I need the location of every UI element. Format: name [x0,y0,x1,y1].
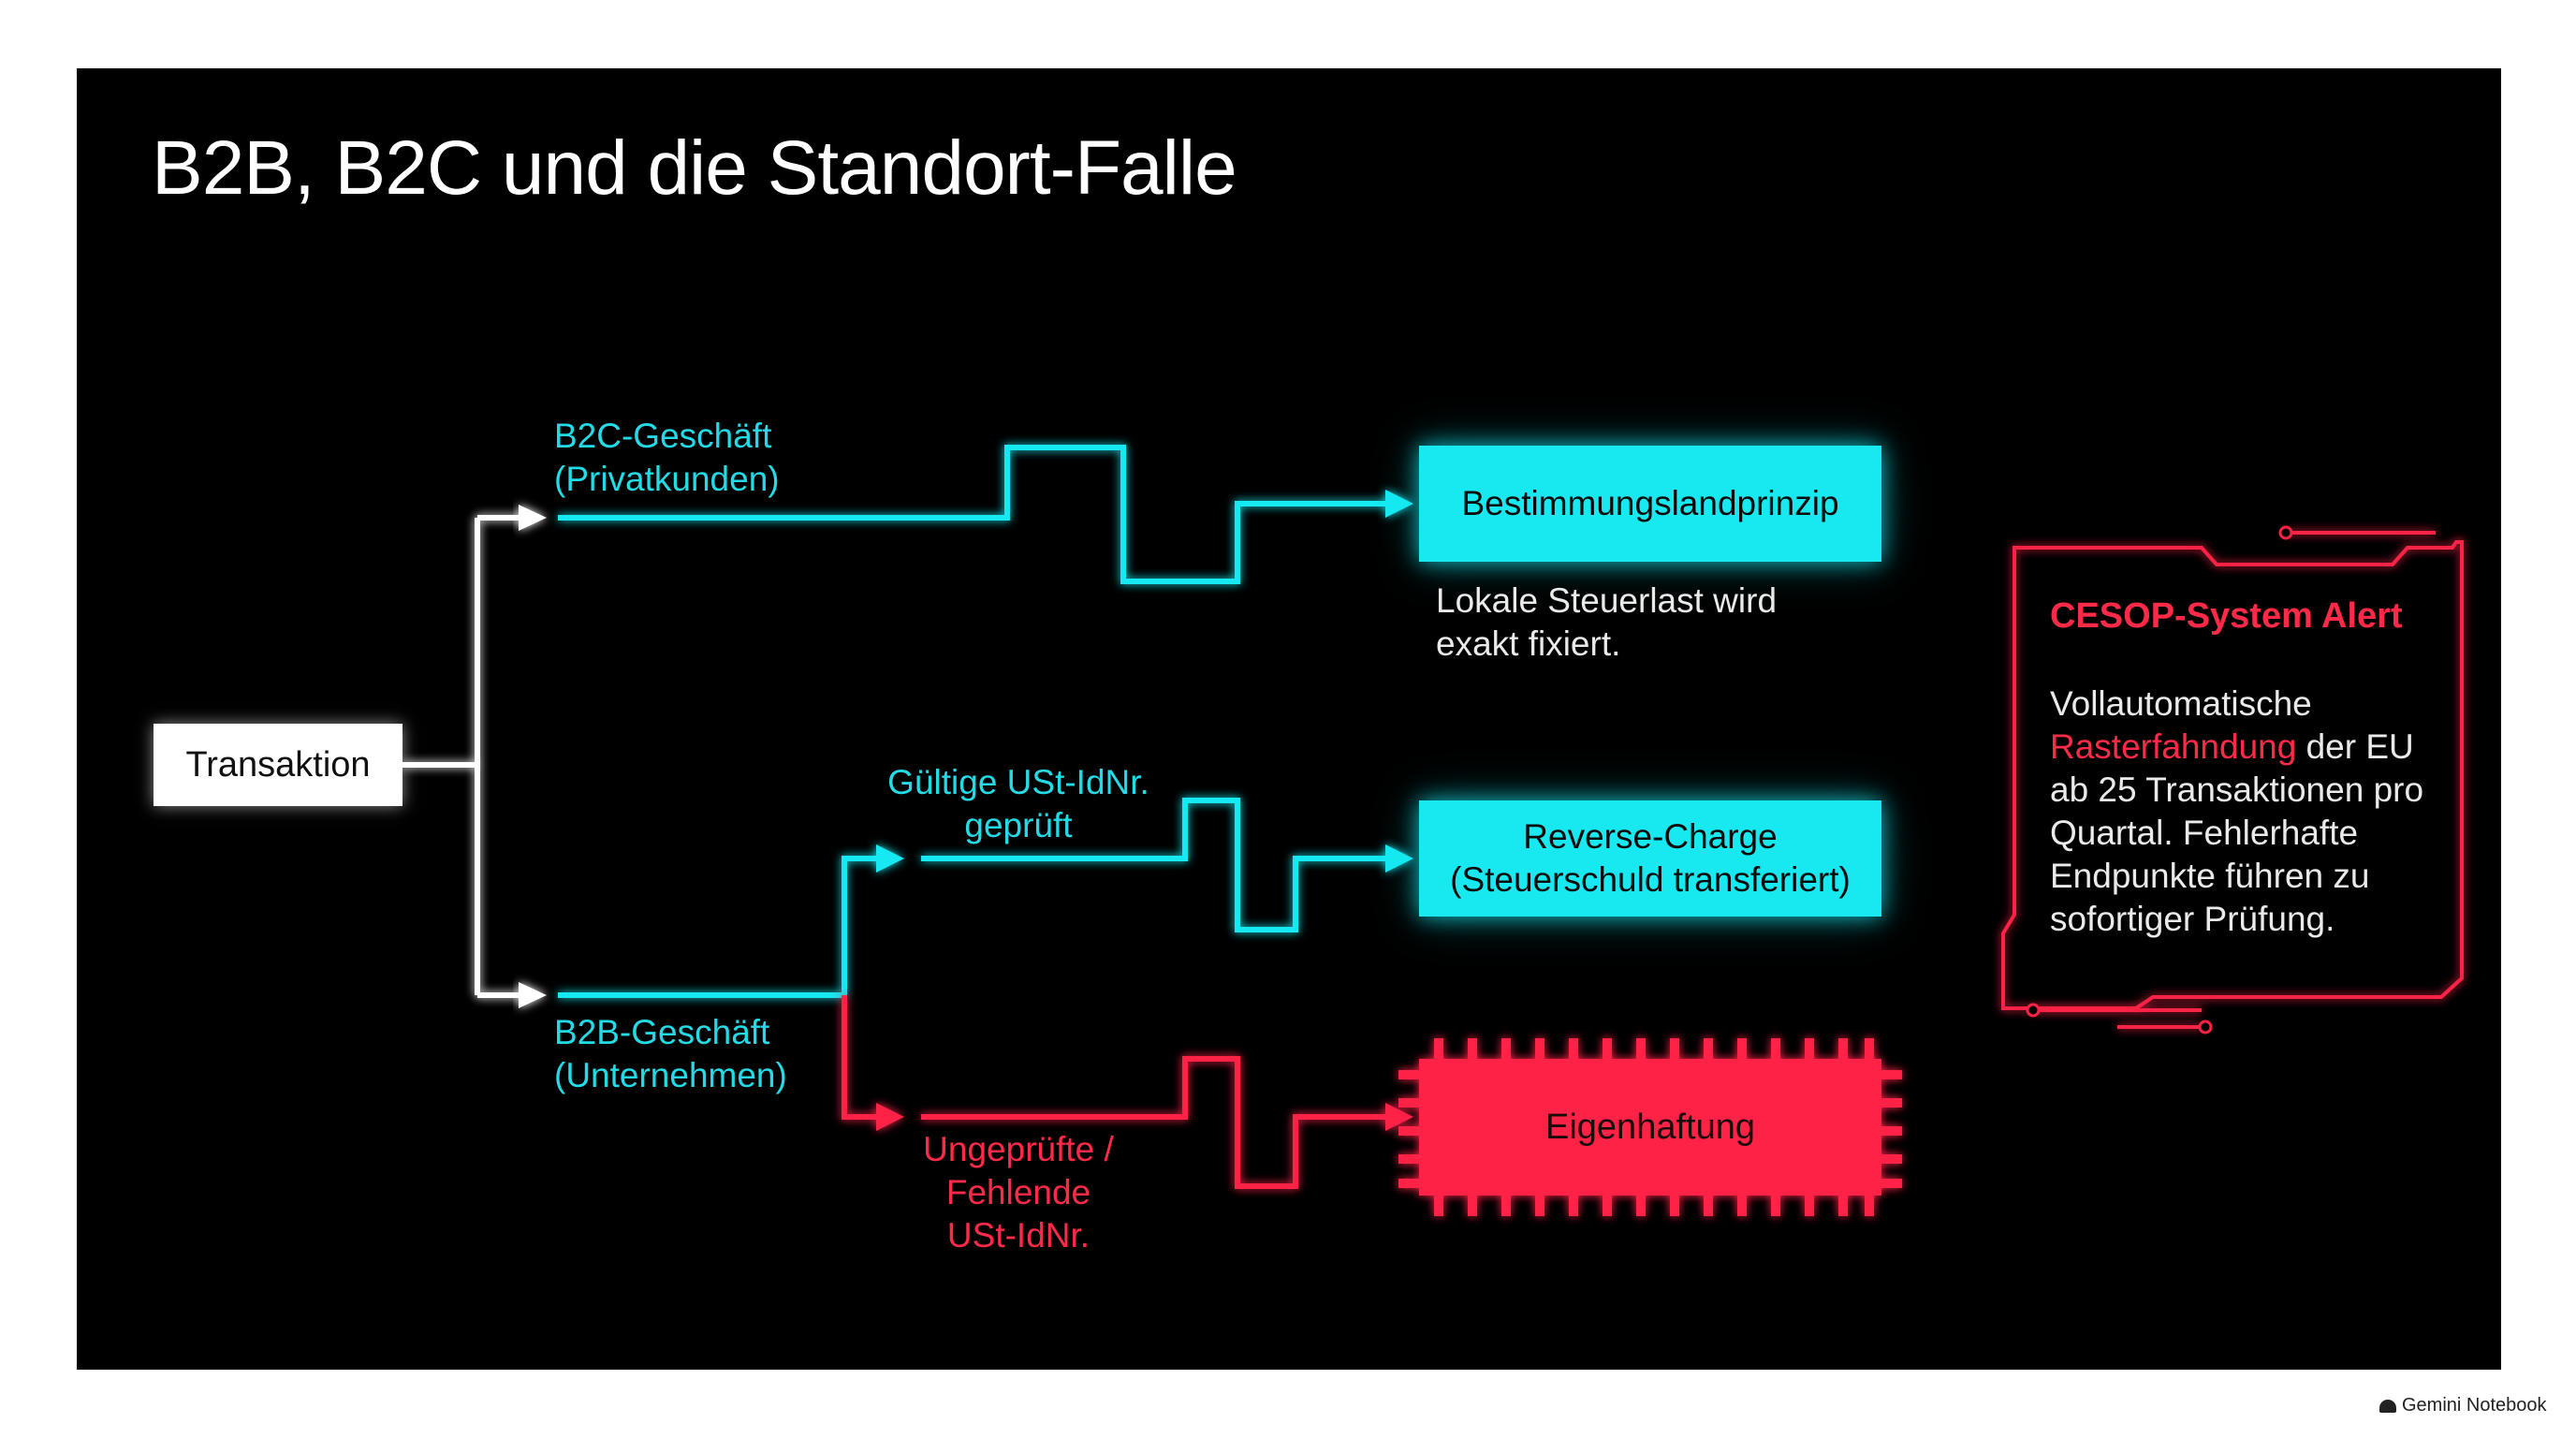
alert-node-dot [2026,1003,2041,1018]
arrow-b2c [519,505,547,531]
note-line2: exakt fixiert. [1436,624,1621,663]
node-bestimmungslandprinzip: Bestimmungslandprinzip [1419,446,1881,562]
brand-watermark: Gemini Notebook [2379,1395,2547,1416]
label-b2b-line1: B2B-Geschäft [554,1013,770,1051]
note-line1: Lokale Steuerlast wird [1436,581,1778,620]
alert-title: CESOP-System Alert [2050,596,2403,636]
alert-node-dot [2198,1020,2213,1034]
label-valid-vat-line2: geprüft [964,806,1073,844]
alert-node-dot [2278,525,2293,540]
invalid-path-connector [921,1056,1389,1189]
label-b2c-line2: (Privatkunden) [554,460,780,498]
alert-body-part2: der EU ab 25 Transaktionen pro Quartal. … [2050,727,2424,938]
label-b2c: B2C-Geschäft (Privatkunden) [554,415,780,501]
valid-path-connector [921,798,1389,932]
node-eigenhaftung-label: Eigenhaftung [1545,1107,1755,1147]
flow-connectors [402,267,2464,1302]
eigenhaftung-chip [1398,1038,1902,1216]
b2c-connector [558,445,1389,584]
label-invalid-vat-line3: USt-IdNr. [946,1216,1090,1255]
node-reverse-charge-line1: Reverse-Charge [1523,817,1778,856]
arrow-reverse [1385,844,1413,873]
node-reverse-charge: Reverse-Charge (Steuerschuld transferier… [1419,800,1881,917]
node-reverse-charge-line2: (Steuerschuld transferiert) [1450,860,1851,899]
valid-connector [842,856,880,995]
label-invalid-vat-line1: Ungeprüfte / [923,1130,1114,1168]
arrow-invalid [876,1103,904,1131]
alert-body-part1: Vollautomatische [2050,684,2312,723]
alert-highlight: Rasterfahndung [2050,727,2297,766]
label-invalid-vat: Ungeprüfte / Fehlende USt-IdNr. [850,1128,1187,1257]
arrow-b2b [519,982,547,1008]
label-valid-vat: Gültige USt-IdNr. geprüft [850,761,1187,847]
note-bestimmungslandprinzip: Lokale Steuerlast wird exakt fixiert. [1436,580,1777,666]
node-eigenhaftung: Eigenhaftung [1419,1059,1881,1196]
slide: B2B, B2C und die Standort-Falle [77,68,2501,1370]
brand-label: Gemini Notebook [2402,1395,2547,1416]
label-b2c-line1: B2C-Geschäft [554,417,772,455]
arrow-eigen [1385,1103,1413,1131]
trunk-connector [402,515,522,998]
label-invalid-vat-line2: Fehlende [945,1173,1091,1211]
label-valid-vat-line1: Gültige USt-IdNr. [887,763,1149,801]
label-b2b: B2B-Geschäft (Unternehmen) [554,1011,787,1097]
invalid-connector [842,995,880,1120]
label-b2b-line2: (Unternehmen) [554,1056,787,1094]
alert-body: Vollautomatische Rasterfahndung der EU a… [2050,682,2462,941]
node-bestimmungslandprinzip-label: Bestimmungslandprinzip [1461,484,1839,522]
node-transaktion: Transaktion [154,724,402,806]
gemini-notebook-icon [2379,1399,2396,1413]
node-transaktion-label: Transaktion [185,744,371,785]
arrow-valid [876,844,904,873]
arrow-bestimmung [1385,490,1413,518]
slide-title: B2B, B2C und die Standort-Falle [152,125,1237,211]
